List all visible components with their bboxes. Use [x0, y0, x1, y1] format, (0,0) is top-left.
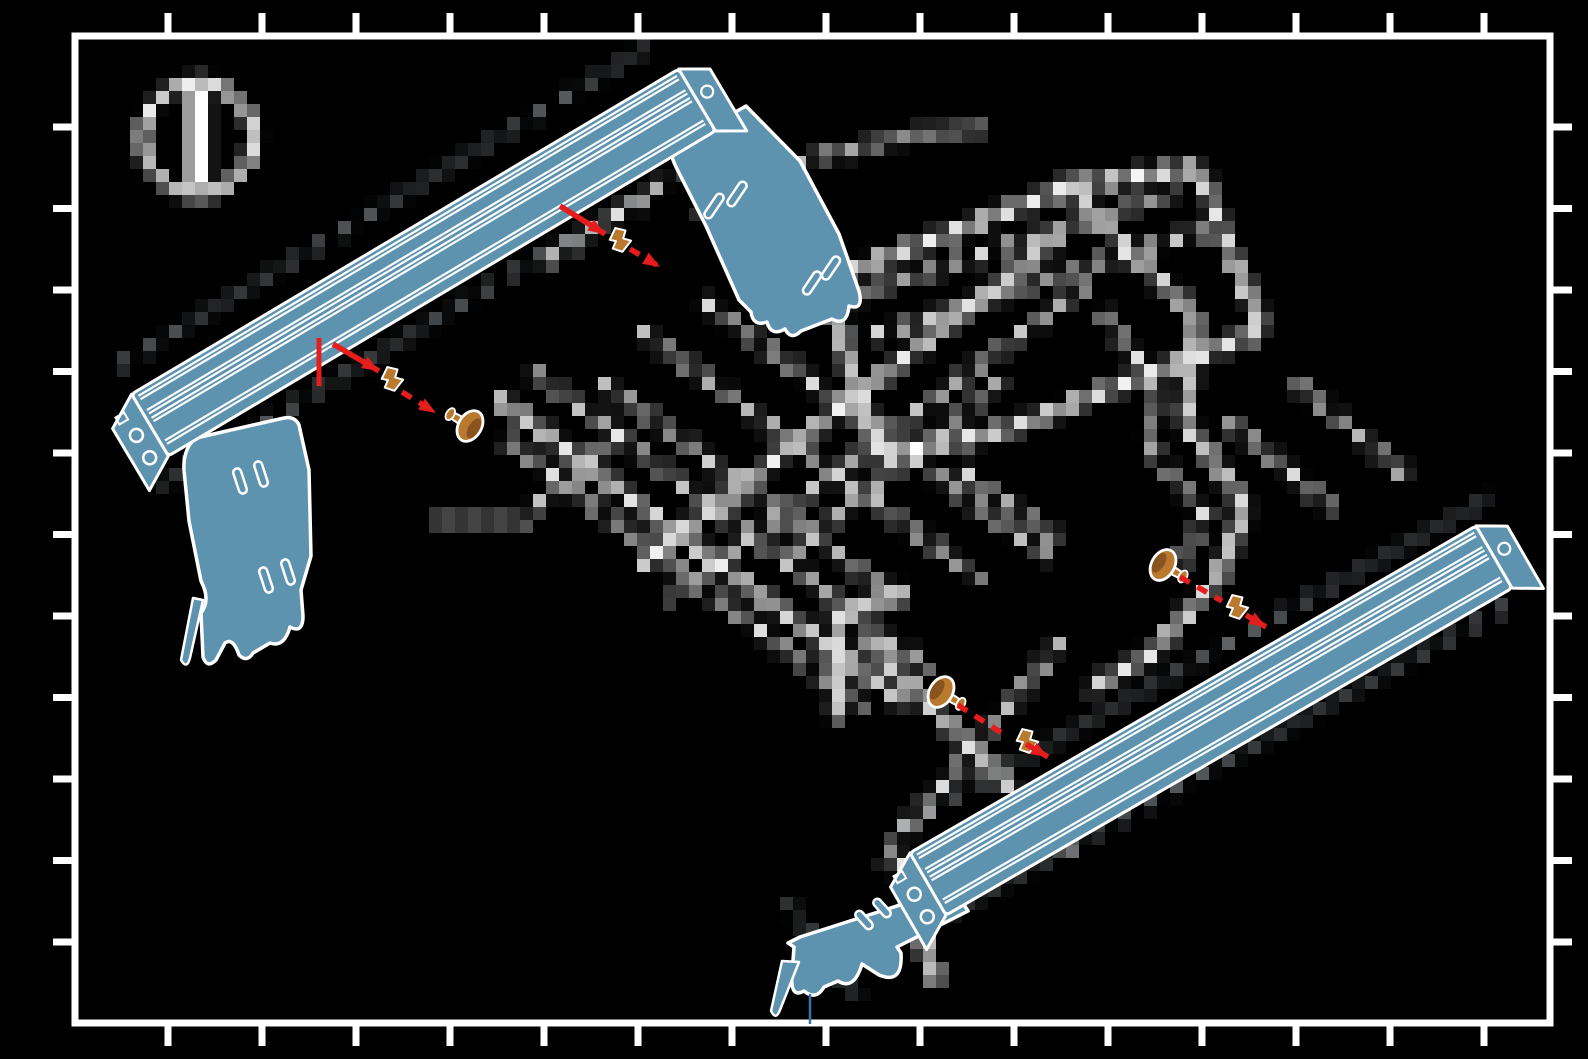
t-nut-icon: [380, 366, 405, 392]
extrusion-rails: [111, 67, 1545, 951]
page-border: [53, 13, 1572, 1046]
t-nut-icon: [608, 227, 633, 253]
screw-icon: [444, 407, 485, 443]
top-rail: [111, 67, 749, 493]
screw-icon: [1148, 548, 1189, 584]
top-rail-right-bracket: [669, 104, 862, 338]
t-nut-icon: [1225, 594, 1250, 620]
screw-icon: [926, 675, 967, 711]
top-rail-left-bracket: [179, 415, 313, 666]
bottom-rail: [889, 524, 1545, 951]
support-brackets: [179, 104, 970, 1024]
assembly-arrows: [316, 203, 1268, 760]
